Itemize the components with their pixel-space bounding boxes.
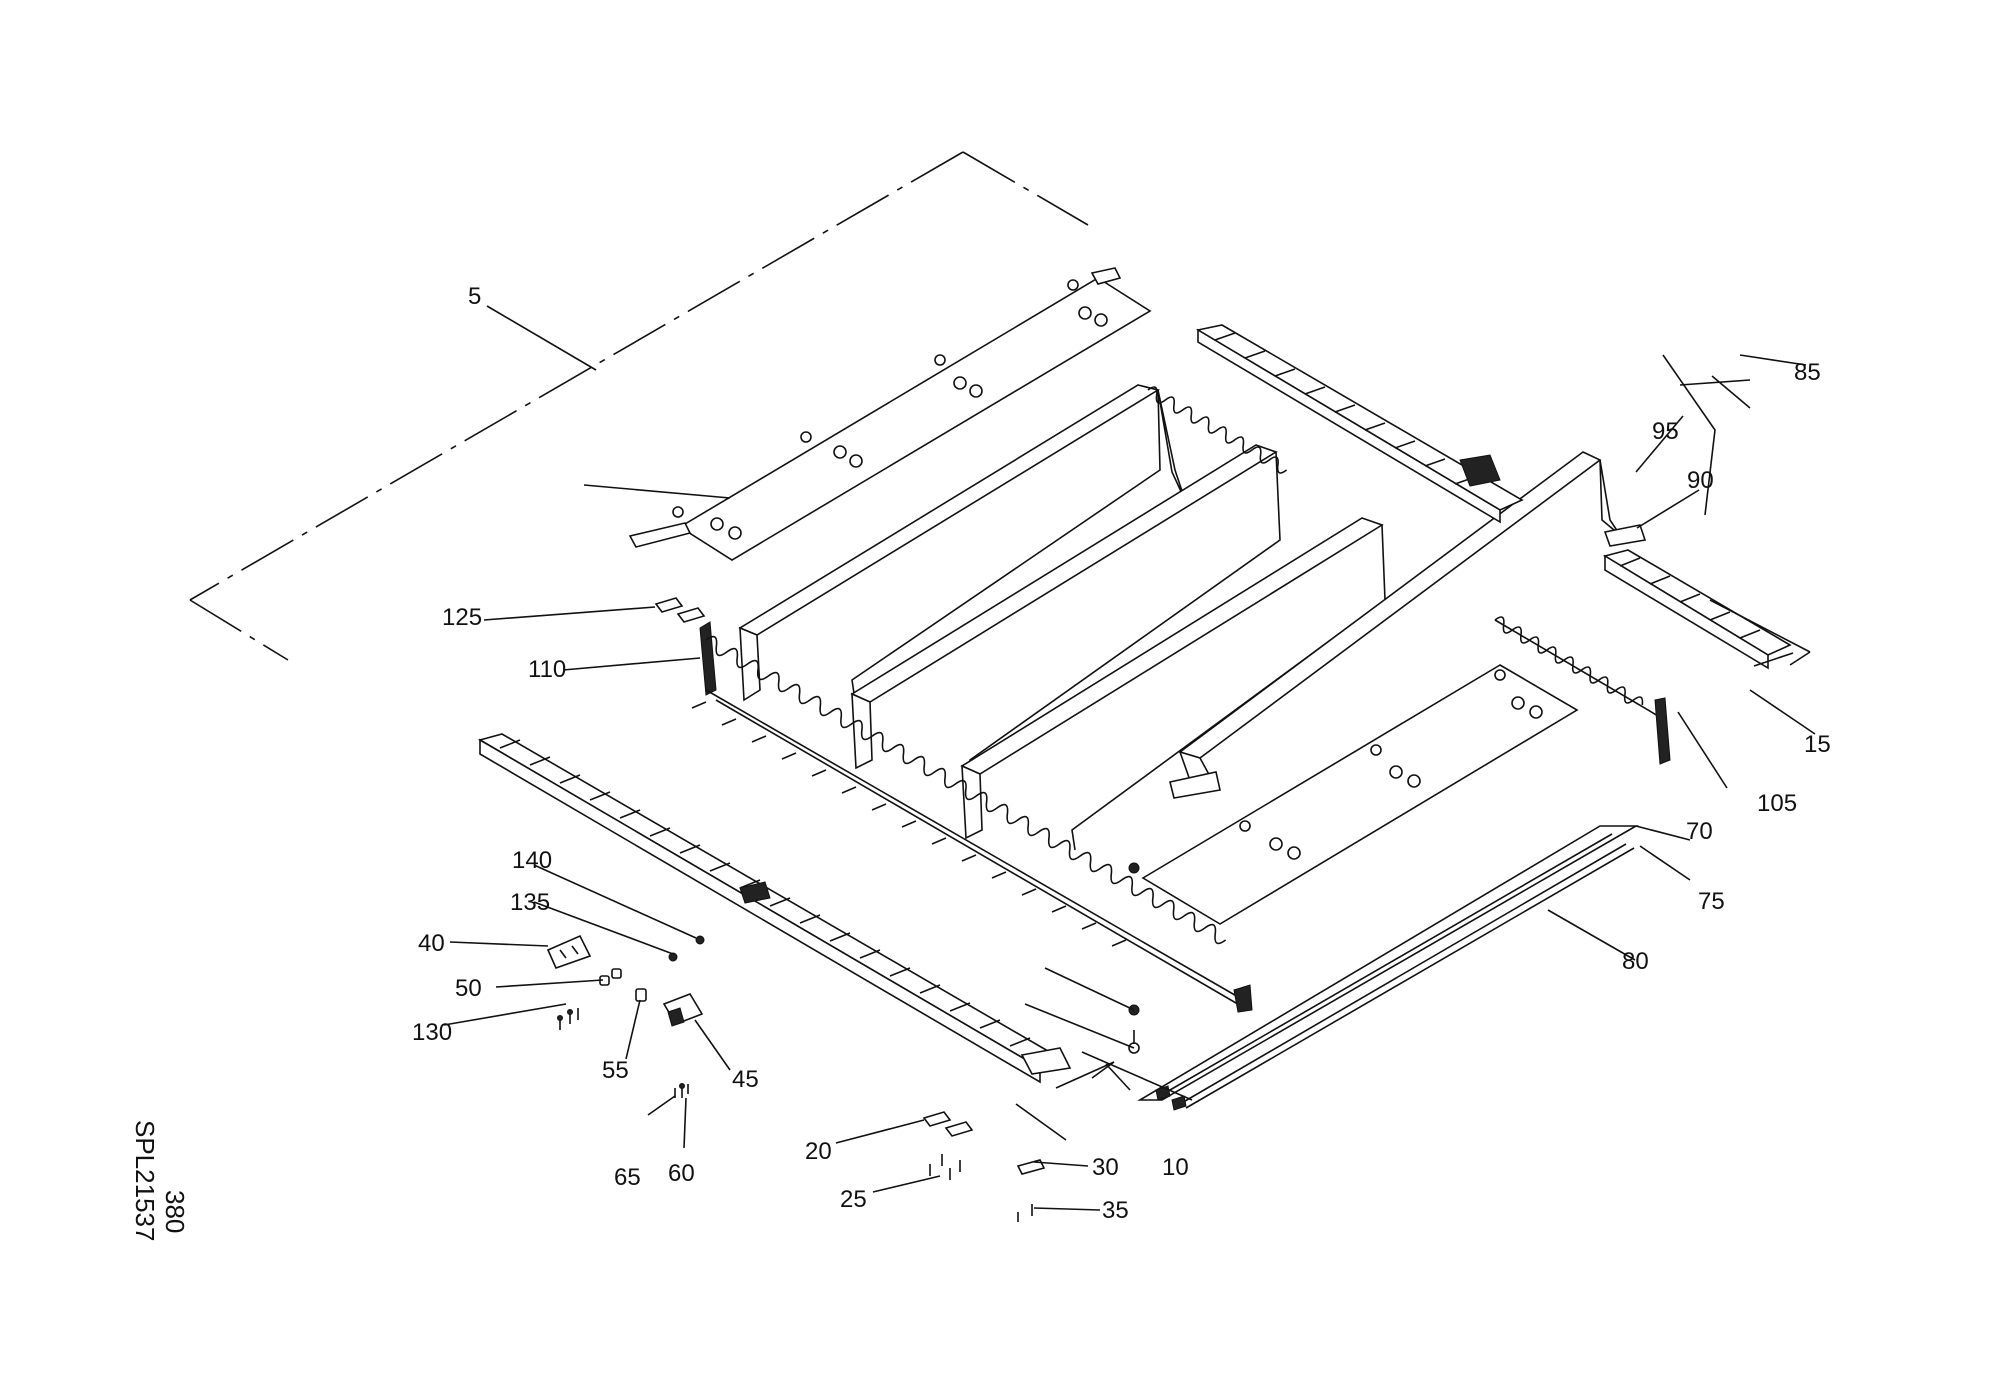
part-25-screws [929,1154,961,1180]
part-55-pin [635,988,647,1002]
hinge-chain-rail-upper [1195,324,1524,524]
callout-140: 140 [512,847,552,874]
comb-strip-110 [699,621,1253,1013]
top-cover-plate [628,267,1152,561]
callout-110: 110 [528,656,566,683]
callout-95: 95 [1652,418,1679,445]
assembly-bracket-5 [189,151,1089,661]
callout-40: 40 [418,930,445,957]
callout-labels: 5 10 15 20 25 30 35 40 45 50 55 60 65 70… [412,283,1831,1224]
callout-5: 5 [468,283,481,310]
callout-50: 50 [455,975,482,1002]
leader-lines [443,305,1816,1211]
part-40-housing [546,934,592,970]
callout-20: 20 [805,1138,832,1165]
part-30-clip [1016,1159,1046,1175]
part-135-140-nuts [668,935,705,962]
deflector-profiles [738,384,1621,851]
part-125-clip [654,597,706,623]
lower-cover-plate [1141,664,1579,925]
callout-35: 35 [1102,1197,1129,1224]
callout-25: 25 [840,1186,867,1213]
callout-55: 55 [602,1057,629,1084]
callout-130: 130 [412,1019,452,1046]
drawing-page-number: 380 [160,1190,190,1233]
callout-60: 60 [668,1160,695,1187]
small-parts [546,597,1140,1222]
hinge-chain-rail-15 [1602,524,1792,670]
callout-135: 135 [510,889,550,916]
callout-10: 10 [1162,1154,1189,1181]
callout-65: 65 [614,1164,641,1191]
tie-rods [1137,825,1639,1111]
callout-30: 30 [1092,1154,1119,1181]
callout-85: 85 [1794,359,1821,386]
callout-125: 125 [442,604,482,631]
comb-strip-105 [1147,386,1671,765]
drawing-reference-number: SPL21537 [130,1120,160,1241]
profile-rail-4 [1169,451,1621,799]
part-20-clip [922,1111,974,1137]
callout-15: 15 [1804,731,1831,758]
callout-80: 80 [1622,948,1649,975]
drawing-reference: SPL21537 380 [130,1120,190,1241]
part-130-bolts [557,1008,579,1030]
comb-feet-row [691,701,1127,947]
hinge-chain-rail-10 [477,733,1072,1084]
callout-90: 90 [1687,467,1714,494]
callout-70: 70 [1686,818,1713,845]
floor-fasteners [1128,862,1140,1054]
callout-105: 105 [1757,790,1797,817]
part-45-block [662,993,704,1027]
callout-75: 75 [1698,888,1725,915]
part-60-65-screws [674,1083,689,1098]
callout-45: 45 [732,1066,759,1093]
part-35-screws [1017,1204,1033,1222]
part-50-bushing [599,968,622,986]
